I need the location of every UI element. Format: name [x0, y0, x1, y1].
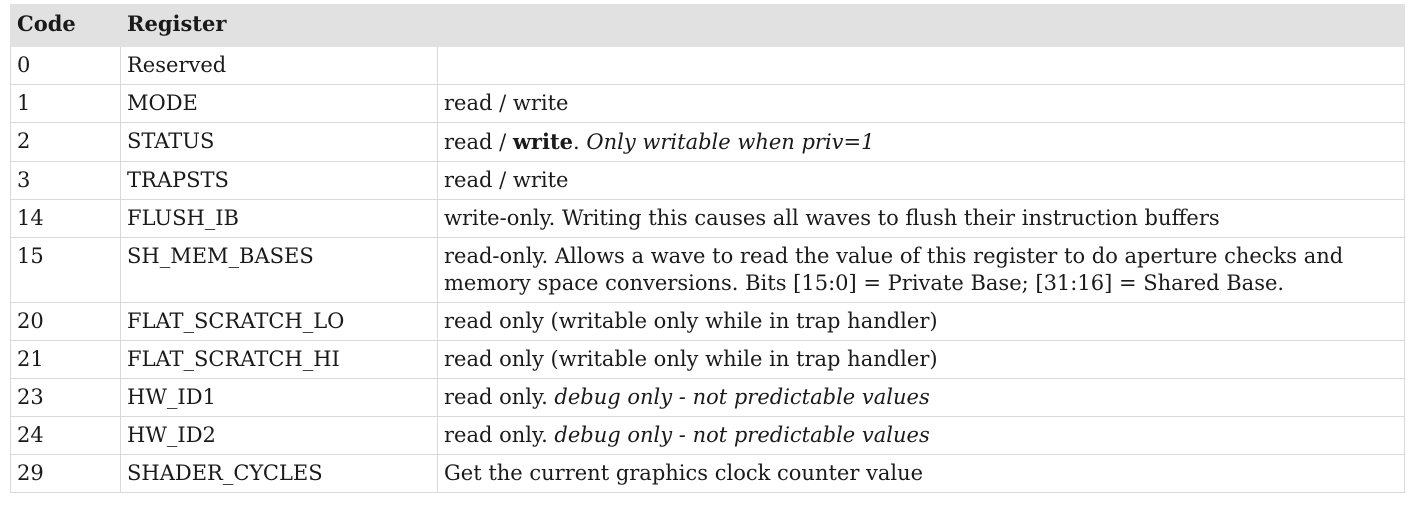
description-segment: . [573, 130, 587, 154]
cell-register: FLUSH_IB [120, 199, 438, 238]
cell-description: read only (writable only while in trap h… [437, 340, 1405, 379]
cell-code: 20 [10, 302, 121, 341]
description-segment: read / [444, 130, 513, 154]
cell-description: read only (writable only while in trap h… [437, 302, 1405, 341]
description-segment: read only (writable only while in trap h… [444, 309, 938, 333]
cell-code: 24 [10, 416, 121, 455]
cell-code: 0 [10, 46, 121, 85]
cell-code: 15 [10, 237, 121, 303]
cell-register: STATUS [120, 122, 438, 162]
cell-register: SH_MEM_BASES [120, 237, 438, 303]
cell-register: FLAT_SCRATCH_HI [120, 340, 438, 379]
description-segment: debug only - not predictable values [554, 385, 930, 409]
cell-description: read / write [437, 161, 1405, 200]
table-header-row: Code Register [10, 4, 1405, 47]
description-segment: read only. [444, 423, 555, 447]
cell-description: read / write. Only writable when priv=1 [437, 122, 1405, 162]
cell-code: 23 [10, 378, 121, 417]
cell-description: read only. debug only - not predictable … [437, 378, 1405, 417]
cell-code: 21 [10, 340, 121, 379]
header-description [437, 4, 1405, 47]
cell-register: TRAPSTS [120, 161, 438, 200]
cell-description: read-only. Allows a wave to read the val… [437, 237, 1405, 303]
description-segment: read / write [444, 91, 569, 115]
cell-register: SHADER_CYCLES [120, 454, 438, 493]
cell-code: 14 [10, 199, 121, 238]
cell-code: 29 [10, 454, 121, 493]
description-segment: Get the current graphics clock counter v… [444, 461, 924, 485]
cell-description [437, 46, 1405, 85]
cell-description: Get the current graphics clock counter v… [437, 454, 1405, 493]
cell-description: read / write [437, 84, 1405, 123]
description-segment: debug only - not predictable values [554, 423, 930, 447]
cell-register: HW_ID2 [120, 416, 438, 455]
cell-register: HW_ID1 [120, 378, 438, 417]
description-segment: write-only. Writing this causes all wave… [444, 206, 1220, 230]
header-code: Code [10, 4, 121, 47]
description-segment: read only. [444, 385, 555, 409]
description-segment: Only writable when priv=1 [586, 130, 875, 154]
cell-register: Reserved [120, 46, 438, 85]
header-register: Register [120, 4, 438, 47]
cell-description: read only. debug only - not predictable … [437, 416, 1405, 455]
description-segment: write [512, 129, 574, 154]
description-segment: read only (writable only while in trap h… [444, 347, 938, 371]
description-segment: read / write [444, 168, 569, 192]
cell-description: write-only. Writing this causes all wave… [437, 199, 1405, 238]
cell-code: 2 [10, 122, 121, 162]
description-segment: read-only. Allows a wave to read the val… [444, 244, 1344, 295]
cell-code: 3 [10, 161, 121, 200]
cell-register: MODE [120, 84, 438, 123]
cell-code: 1 [10, 84, 121, 123]
cell-register: FLAT_SCRATCH_LO [120, 302, 438, 341]
